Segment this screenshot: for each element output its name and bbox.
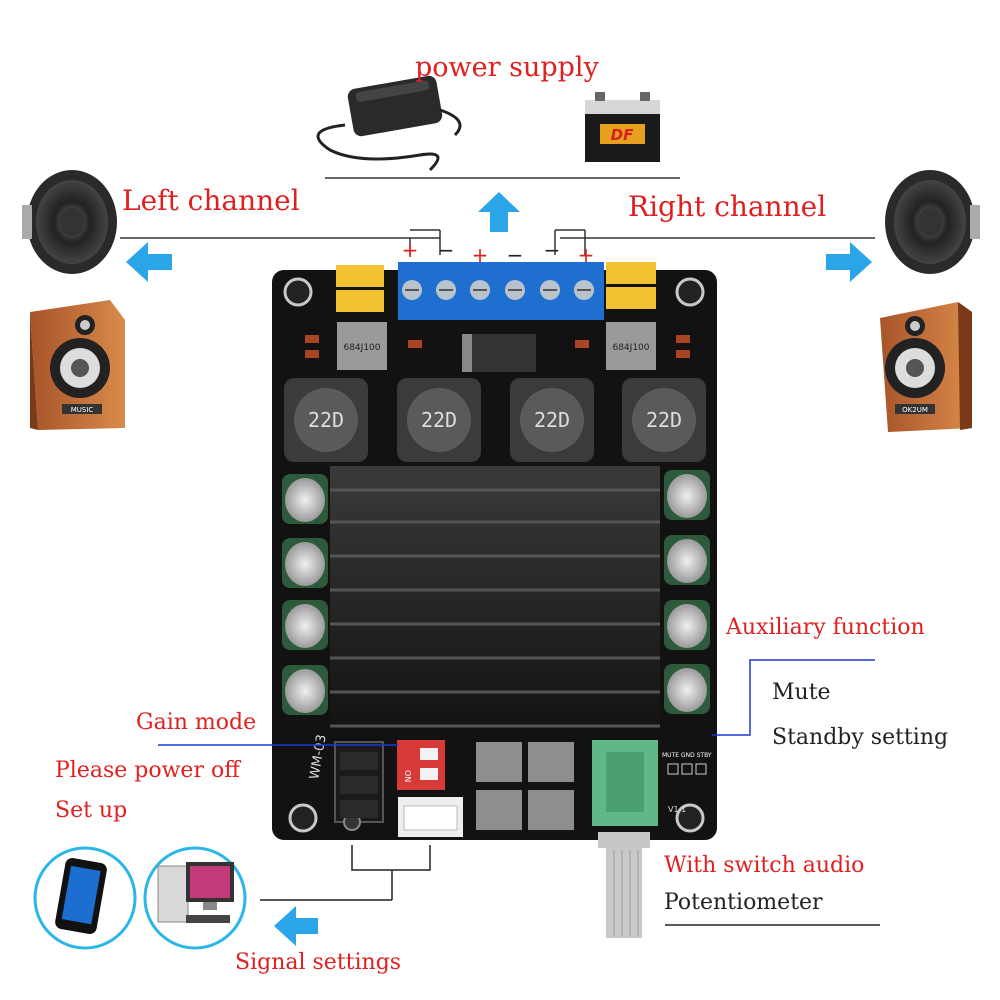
aux-pins-label: MUTE GND STBY — [662, 752, 712, 759]
right-arrow-icon — [826, 242, 872, 282]
battery-brand-text: DF — [611, 126, 634, 144]
inductor: 22D — [510, 378, 594, 462]
polarity-mark: + — [472, 243, 489, 267]
power-adapter-icon — [316, 75, 462, 172]
gain-mode-label: Gain mode — [136, 710, 257, 735]
switch-audio-label: With switch audio — [664, 853, 865, 878]
signal-input-connector — [398, 797, 463, 837]
electrolytic-capacitor — [282, 665, 328, 715]
right-channel-label: Right channel — [628, 190, 827, 223]
polarity-mark: + — [578, 243, 595, 267]
svg-text:22D: 22D — [421, 408, 457, 432]
electrolytic-capacitor — [664, 535, 710, 585]
signal-settings-label: Signal settings — [235, 950, 402, 975]
right-woofer-icon — [885, 170, 980, 274]
capacitor-left-label: 684J100 — [343, 343, 380, 353]
signal-arrow-icon — [274, 906, 318, 946]
gain-dip-switch: ON — [397, 740, 445, 790]
left-arrow-icon — [126, 242, 172, 282]
electrolytic-capacitor — [664, 664, 710, 714]
left-speaker-brand: MUSIC — [71, 406, 94, 414]
electrolytic-capacitor — [282, 600, 328, 650]
volume-potentiometer — [592, 740, 658, 938]
polarity-mark: + — [402, 238, 419, 262]
auxiliary-function-label: Auxiliary function — [726, 615, 925, 640]
audio-input-jack — [334, 741, 384, 831]
left-channel-label: Left channel — [122, 184, 300, 217]
svg-text:22D: 22D — [308, 408, 344, 432]
phone-icon — [33, 846, 137, 950]
mute-label: Mute — [772, 680, 831, 705]
svg-text:22D: 22D — [534, 408, 570, 432]
standby-setting-label: Standby setting — [772, 725, 949, 750]
potentiometer-label: Potentiometer — [664, 890, 823, 915]
left-cabinet-speaker-icon: MUSIC — [30, 300, 125, 430]
inductor: 22D — [397, 378, 481, 462]
computer-icon — [143, 846, 247, 950]
right-cabinet-speaker-icon: OK2UM — [880, 302, 972, 432]
power-supply-label: power supply — [415, 52, 599, 83]
heatsink — [330, 466, 660, 740]
electrolytic-capacitor — [664, 470, 710, 520]
power-arrow-up-icon — [478, 192, 520, 232]
electrolytic-capacitor — [282, 474, 328, 524]
signal-input-bracket — [351, 845, 431, 871]
electrolytic-capacitor — [282, 538, 328, 588]
svg-text:22D: 22D — [646, 408, 682, 432]
inductor: 22D — [284, 378, 368, 462]
aux-function-pointer — [712, 659, 875, 736]
polarity-mark: − — [507, 243, 524, 267]
battery-icon: DF — [585, 92, 660, 162]
set-up-label: Set up — [55, 798, 128, 823]
capacitor-right-label: 684J100 — [612, 343, 649, 353]
polarity-mark: − — [544, 238, 561, 262]
right-speaker-brand: OK2UM — [902, 406, 928, 414]
dip-on-label: ON — [403, 770, 412, 782]
amplifier-board: 684J100 684J100 + − + − − + — [272, 238, 717, 938]
polarity-mark: − — [438, 238, 455, 262]
inductor: 22D — [622, 378, 706, 462]
please-power-off-label: Please power off — [55, 758, 240, 783]
speaker-power-terminal-block — [398, 262, 604, 320]
version-label: V1.1 — [668, 805, 686, 814]
left-woofer-icon — [22, 170, 117, 274]
electrolytic-capacitor — [664, 600, 710, 650]
